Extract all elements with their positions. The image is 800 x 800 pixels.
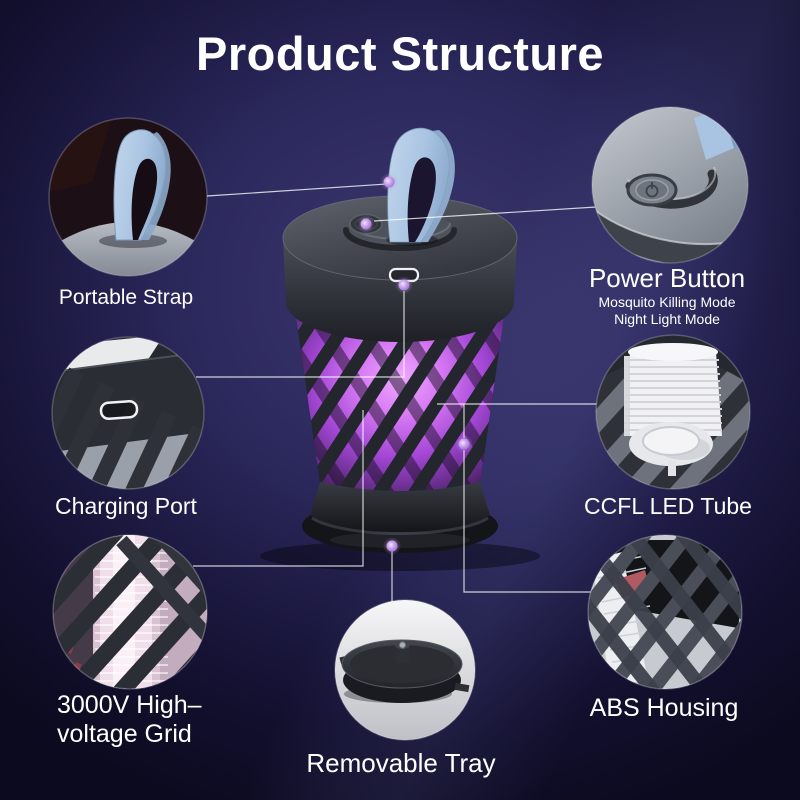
callout-label-removable-tray: Removable Tray	[306, 748, 496, 778]
callout-photo-portable-strap	[48, 117, 208, 277]
product-shadow	[260, 541, 540, 571]
power-button-sub2: Night Light Mode	[614, 311, 720, 327]
callout-photo-removable-tray	[334, 599, 476, 741]
connector-line-high-voltage-grid	[193, 410, 364, 567]
callout-label-charging-port: Charging Port	[55, 493, 197, 519]
page-title: Product Structure	[195, 27, 605, 80]
anchor-dots	[357, 173, 473, 555]
connector-line-ccfl-led-tube	[437, 403, 597, 438]
usb-c-port-icon	[99, 400, 139, 420]
anchor-dot-portable-strap	[380, 173, 398, 191]
anchor-dot-charging-port	[395, 276, 413, 294]
callout-photo-charging-port	[51, 336, 205, 490]
high-voltage-grid-line2: voltage Grid	[57, 720, 192, 748]
connector-line-abs-housing	[463, 450, 591, 593]
anchor-dot-removable-tray	[383, 537, 401, 555]
base-housing	[302, 482, 498, 553]
connector-lines	[193, 183, 597, 602]
callout-label-high-voltage-grid: 3000V High– voltage Grid	[57, 691, 202, 749]
callout-label-power-button: Power Button Mosquito Killing Mode Night…	[589, 263, 745, 328]
callout-label-ccfl-led-tube: CCFL LED Tube	[584, 493, 752, 519]
connector-line-charging-port	[196, 291, 405, 378]
carry-strap	[387, 127, 455, 243]
power-button-label: Power Button	[588, 263, 746, 293]
high-voltage-grid-line1: 3000V High–	[57, 691, 202, 719]
callout-label-portable-strap: Portable Strap	[58, 286, 194, 309]
connector-line-power-button	[373, 206, 597, 222]
power-symbol-icon	[645, 182, 659, 198]
connector-line-portable-strap	[206, 183, 388, 197]
anchor-dot-ccfl-abs	[455, 435, 473, 453]
anchor-dot-power-button	[357, 215, 375, 233]
callout-label-abs-housing: ABS Housing	[589, 694, 739, 722]
power-button-sub1: Mosquito Killing Mode	[598, 294, 736, 310]
